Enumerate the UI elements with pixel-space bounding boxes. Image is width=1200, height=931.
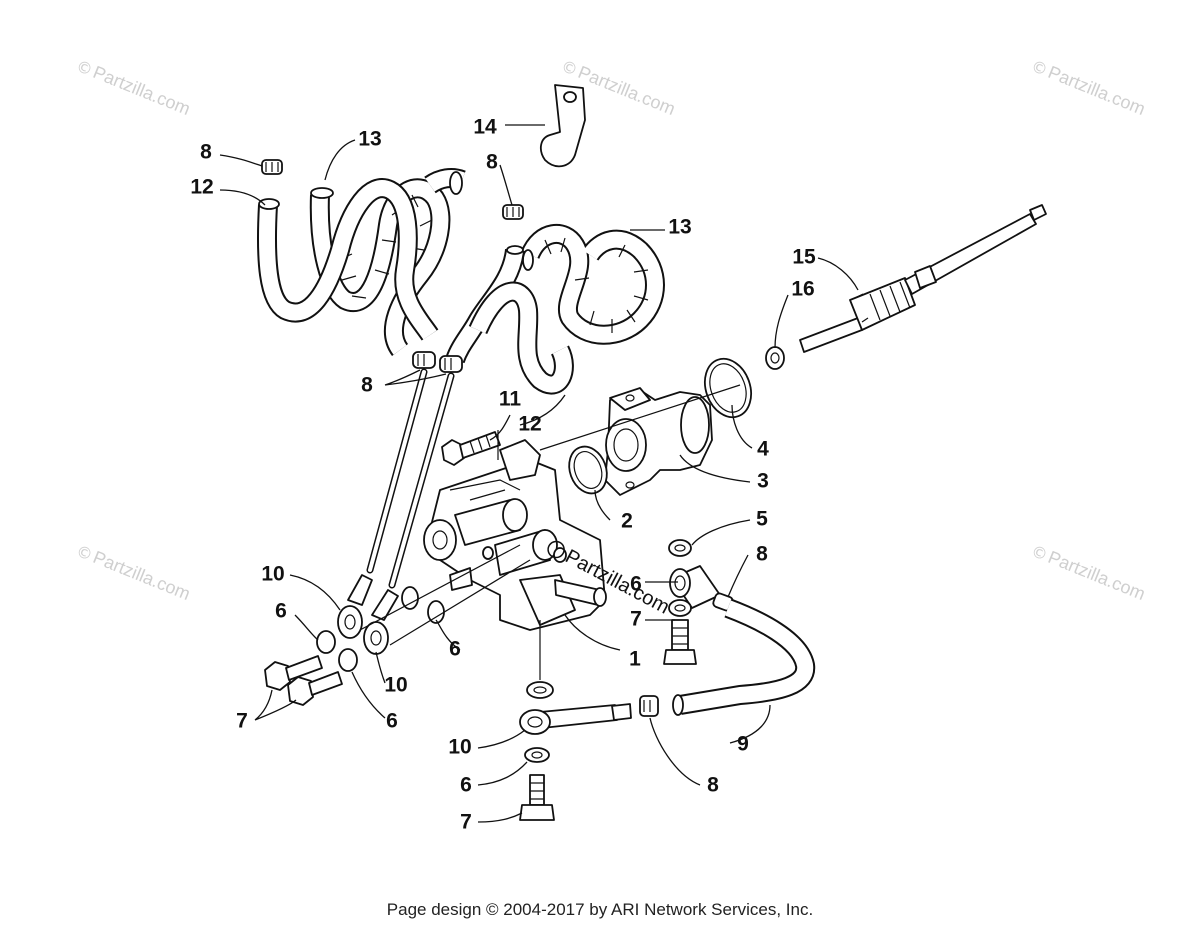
page-footer: Page design © 2004-2017 by ARI Network S… <box>0 900 1200 920</box>
callout-6: 6 <box>630 573 642 596</box>
callout-2: 2 <box>621 510 633 533</box>
callout-6: 6 <box>460 774 472 797</box>
callout-12: 12 <box>190 176 213 199</box>
watermark-symbol: © <box>74 56 96 80</box>
callout-14: 14 <box>473 116 497 139</box>
callout-5: 5 <box>756 508 768 531</box>
callout-8: 8 <box>707 774 719 797</box>
oil-pump-body-1 <box>423 439 607 631</box>
watermark-symbol: © <box>1029 541 1051 565</box>
watermark-symbol: © <box>1029 56 1051 80</box>
tube-right <box>445 245 574 395</box>
callout-6: 6 <box>386 710 398 733</box>
callout-9: 9 <box>737 733 749 756</box>
callout-8: 8 <box>756 543 768 566</box>
callout-13: 13 <box>358 128 381 151</box>
callout-11: 11 <box>499 388 522 411</box>
callout-7: 7 <box>630 608 642 631</box>
watermark-top-left: © Partzilla.com <box>74 56 194 119</box>
callout-1: 1 <box>629 648 641 671</box>
callout-3: 3 <box>757 470 769 493</box>
bracket-14 <box>539 84 586 168</box>
callout-4: 4 <box>757 438 769 461</box>
callout-7: 7 <box>460 811 472 834</box>
callout-10: 10 <box>261 563 284 586</box>
hose-9 <box>672 598 816 716</box>
watermark-text: Partzilla.com <box>90 62 193 119</box>
callout-8: 8 <box>200 141 212 164</box>
callout-6: 6 <box>449 638 461 661</box>
banjo-fitting-bottom <box>519 681 632 821</box>
clamp-8-top-left <box>261 159 283 175</box>
callout-10: 10 <box>448 736 471 759</box>
callout-13: 13 <box>668 216 691 239</box>
watermark-text: Partzilla.com <box>90 547 193 604</box>
banjo-fittings-left <box>264 574 445 706</box>
watermark-mid-right: © Partzilla.com <box>1029 541 1149 604</box>
washer-16 <box>765 346 785 370</box>
callout-6: 6 <box>275 600 287 623</box>
watermark-text: Partzilla.com <box>1045 547 1148 604</box>
watermark-symbol: © <box>559 56 581 80</box>
clamp-8-bottom <box>639 695 659 717</box>
watermark-mid-left: © Partzilla.com <box>74 541 194 604</box>
watermark-text: Partzilla.com <box>575 62 678 119</box>
bolt-11 <box>441 431 501 466</box>
callout-8: 8 <box>486 151 498 174</box>
callout-labels: 8 12 13 14 8 13 15 16 8 11 12 4 3 2 5 8 … <box>190 116 816 834</box>
callout-15: 15 <box>792 246 816 269</box>
copyright-text: Page design © 2004-2017 by ARI Network S… <box>386 900 814 919</box>
watermark-text: Partzilla.com <box>1045 62 1148 119</box>
callout-12: 12 <box>518 413 541 436</box>
assembly-lines <box>359 384 741 680</box>
pump-housing-3 <box>604 387 713 496</box>
watermark-top-right: © Partzilla.com <box>1029 56 1149 119</box>
callout-16: 16 <box>791 278 814 301</box>
callout-8: 8 <box>361 374 373 397</box>
watermark-symbol: © <box>74 541 96 565</box>
callout-10: 10 <box>384 674 407 697</box>
o-ring-2 <box>568 445 608 495</box>
clamp-8-top-center <box>502 204 524 220</box>
banjo-fitting-right <box>663 539 734 665</box>
small-tubes <box>366 368 455 589</box>
callout-7: 7 <box>236 710 248 733</box>
drive-shaft-gear-15 <box>799 204 1047 353</box>
clamp-8-pair <box>412 351 463 373</box>
leader-lines <box>219 124 859 823</box>
tube-left <box>257 178 439 341</box>
hose-coil-right <box>520 223 665 345</box>
